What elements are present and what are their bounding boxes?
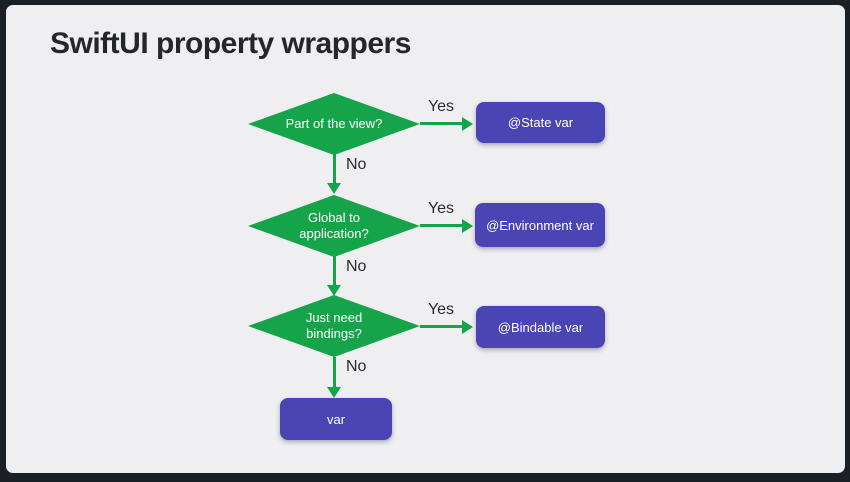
decision-diamond-just-need-bindings: Just need bindings? xyxy=(248,295,420,357)
decision-question: Just need bindings? xyxy=(305,309,363,341)
yes-arrow-line xyxy=(420,224,463,227)
slide-panel: SwiftUI property wrappers Part of the vi… xyxy=(6,5,845,473)
no-arrowhead-icon xyxy=(327,387,341,398)
yes-arrow-line xyxy=(420,122,463,125)
no-edge-label: No xyxy=(346,358,367,375)
yes-edge-label: Yes xyxy=(427,301,455,318)
decision-diamond-part-of-view: Part of the view? xyxy=(248,93,420,155)
yes-edge-label: Yes xyxy=(427,200,455,217)
yes-arrowhead-icon xyxy=(462,117,473,131)
no-arrow-line xyxy=(333,153,336,184)
result-box-var: var xyxy=(280,398,392,440)
no-arrowhead-icon xyxy=(327,285,341,296)
decision-question: Global to application? xyxy=(299,209,369,241)
no-edge-label: No xyxy=(346,156,367,173)
no-arrowhead-icon xyxy=(327,183,341,194)
no-edge-label: No xyxy=(346,258,367,275)
result-box-bindable: @Bindable var xyxy=(476,306,605,348)
no-arrow-line xyxy=(333,255,336,286)
result-box-state: @State var xyxy=(476,102,605,143)
page-title: SwiftUI property wrappers xyxy=(50,27,411,60)
yes-arrow-line xyxy=(420,325,463,328)
yes-arrowhead-icon xyxy=(462,219,473,233)
result-box-environment: @Environment var xyxy=(475,203,605,247)
no-arrow-line xyxy=(333,357,336,388)
yes-arrowhead-icon xyxy=(462,320,473,334)
decision-diamond-global-to-application: Global to application? xyxy=(248,195,420,257)
decision-question: Part of the view? xyxy=(285,115,383,131)
yes-edge-label: Yes xyxy=(427,98,455,115)
